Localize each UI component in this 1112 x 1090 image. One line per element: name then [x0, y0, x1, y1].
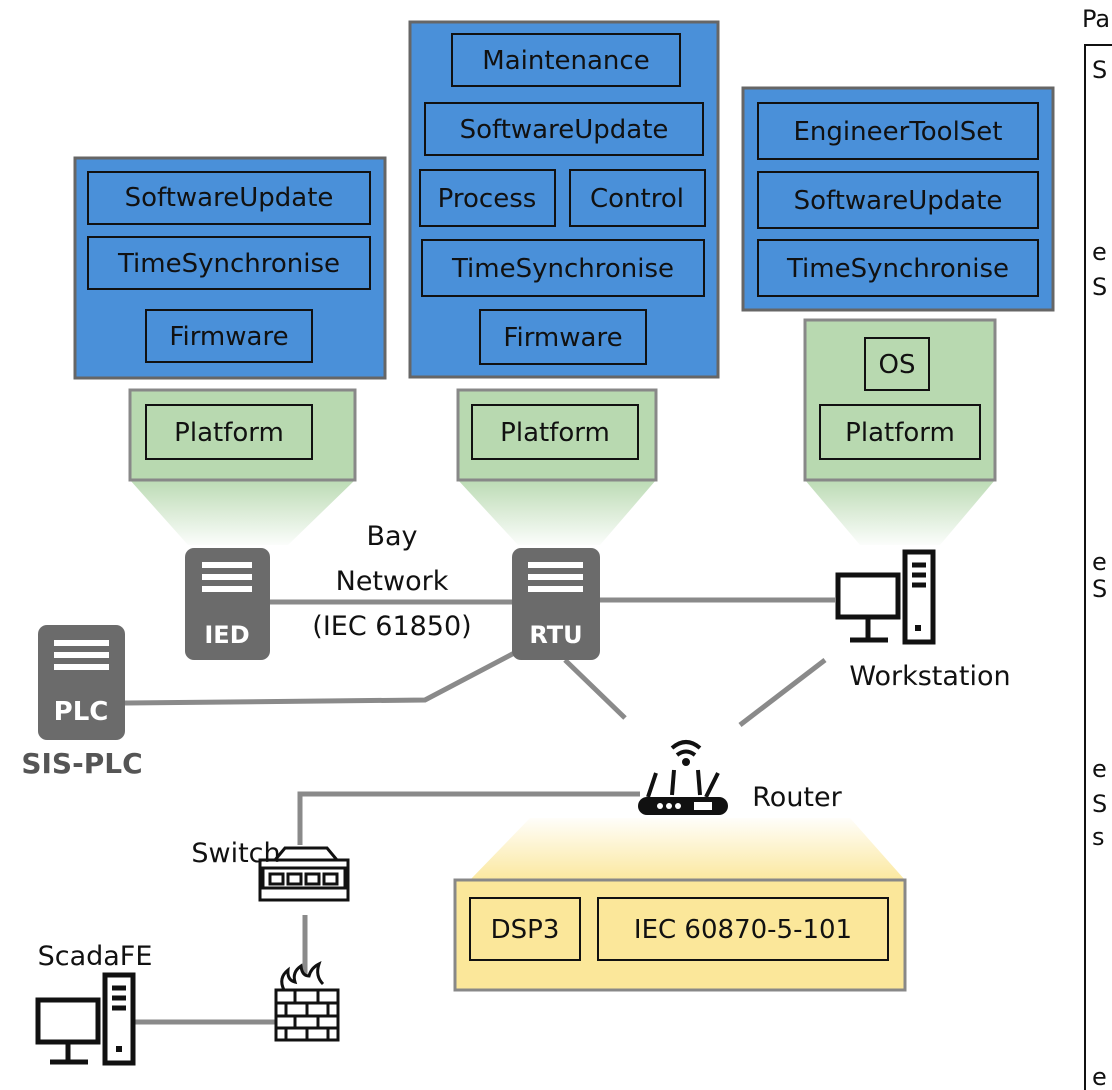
rtu-sw-item-5: Firmware: [479, 309, 647, 365]
svg-text:Bay: Bay: [366, 521, 417, 552]
ws-sw-item-1: SoftwareUpdate: [757, 171, 1039, 229]
ied-device[interactable]: IED: [185, 548, 270, 660]
workstation-software-stack: EngineerToolSet SoftwareUpdate TimeSynch…: [741, 86, 1055, 312]
router-device[interactable]: Router: [638, 740, 843, 815]
svg-text:Platform: Platform: [174, 418, 284, 448]
desktop-computer-icon: [35, 972, 136, 1066]
side-fragment: S: [1092, 790, 1107, 818]
svg-text:Firmware: Firmware: [169, 322, 288, 352]
svg-text:Platform: Platform: [500, 418, 610, 448]
server-icon: [185, 548, 270, 660]
svg-text:OS: OS: [879, 350, 916, 380]
rtu-sw-item-1: SoftwareUpdate: [424, 102, 704, 156]
plc-device[interactable]: PLC: [38, 625, 125, 740]
desktop-computer-icon: [835, 549, 936, 645]
ied-projection: [130, 480, 355, 545]
wifi-router-icon: [638, 740, 728, 815]
rtu-label: RTU: [529, 621, 582, 649]
link-plc-rtu: [124, 647, 522, 706]
server-icon: [512, 548, 600, 660]
bay-network-label: Bay Network (IEC 61850): [312, 521, 471, 642]
rtu-sw-item-3: Control: [569, 169, 706, 227]
ied-sw-item-0: SoftwareUpdate: [87, 171, 371, 225]
svg-text:SoftwareUpdate: SoftwareUpdate: [794, 186, 1003, 216]
workstation-projection: [805, 480, 995, 545]
link-router-switch: [297, 791, 640, 845]
ied-software-stack: SoftwareUpdate TimeSynchronise Firmware: [73, 156, 387, 380]
workstation-device[interactable]: Workstation: [835, 549, 1011, 692]
svg-text:EngineerToolSet: EngineerToolSet: [794, 117, 1003, 147]
router-projection: [470, 818, 905, 880]
ws-sw-item-0: EngineerToolSet: [757, 102, 1039, 160]
svg-text:SoftwareUpdate: SoftwareUpdate: [460, 115, 669, 145]
svg-text:(IEC 61850): (IEC 61850): [312, 611, 471, 642]
link-rtu-router: [563, 658, 627, 720]
link-workstation-router: [738, 658, 827, 727]
rtu-sw-item-0: Maintenance: [451, 33, 681, 87]
side-fragment: S: [1092, 56, 1107, 84]
side-fragment: e: [1092, 548, 1107, 576]
rtu-sw-item-2: Process: [419, 169, 556, 227]
switch-device[interactable]: Switch: [191, 838, 350, 902]
svg-text:DSP3: DSP3: [491, 915, 560, 945]
side-fragment: S: [1092, 273, 1107, 301]
side-panel: Pa S e S e S e S s e: [1082, 5, 1112, 1090]
side-fragment: s: [1092, 823, 1105, 851]
rtu-platform-stack: Platform: [456, 388, 658, 482]
switch-label: Switch: [191, 838, 280, 869]
plc-label: PLC: [54, 697, 109, 727]
scadafe-label: ScadaFE: [38, 941, 153, 972]
server-icon: [38, 625, 125, 740]
side-fragment: e: [1092, 755, 1107, 783]
svg-text:Control: Control: [590, 184, 684, 214]
ied-label: IED: [204, 621, 249, 649]
svg-text:TimeSynchronise: TimeSynchronise: [451, 254, 674, 284]
router-protocol-stack: DSP3 IEC 60870-5-101: [453, 878, 907, 992]
scadafe-device[interactable]: ScadaFE: [35, 941, 153, 1066]
rtu-sw-item-4: TimeSynchronise: [421, 239, 705, 297]
rtu-software-stack: Maintenance SoftwareUpdate Process Contr…: [408, 20, 720, 379]
protocol-item-1: IEC 60870-5-101: [597, 897, 889, 961]
rtu-device[interactable]: RTU: [512, 548, 600, 660]
svg-text:Firmware: Firmware: [503, 323, 622, 353]
network-links: [124, 597, 835, 1025]
ws-sw-item-2: TimeSynchronise: [757, 239, 1039, 297]
svg-text:SoftwareUpdate: SoftwareUpdate: [125, 183, 334, 213]
firewall-icon[interactable]: [274, 961, 340, 1042]
router-label: Router: [752, 782, 842, 813]
svg-text:IEC 60870-5-101: IEC 60870-5-101: [634, 915, 852, 945]
svg-text:Maintenance: Maintenance: [482, 46, 649, 76]
network-switch-icon: [258, 846, 350, 902]
svg-text:TimeSynchronise: TimeSynchronise: [786, 254, 1009, 284]
sis-plc-caption: SIS-PLC: [21, 747, 142, 780]
ied-sw-item-2: Firmware: [145, 309, 313, 363]
protocol-item-0: DSP3: [469, 897, 581, 961]
ied-platform-stack: Platform: [128, 388, 357, 482]
svg-text:Process: Process: [438, 184, 537, 214]
side-fragment: S: [1092, 575, 1107, 603]
svg-text:Platform: Platform: [845, 418, 955, 448]
workstation-label: Workstation: [849, 661, 1010, 692]
side-fragment: e: [1092, 1063, 1107, 1090]
side-panel-heading: Pa: [1082, 5, 1110, 33]
svg-text:TimeSynchronise: TimeSynchronise: [117, 249, 340, 279]
rtu-projection: [458, 480, 656, 545]
side-fragment: e: [1092, 238, 1107, 266]
workstation-platform-stack: OS Platform: [803, 318, 997, 482]
ied-sw-item-1: TimeSynchronise: [87, 236, 371, 290]
svg-text:Network: Network: [336, 566, 449, 597]
